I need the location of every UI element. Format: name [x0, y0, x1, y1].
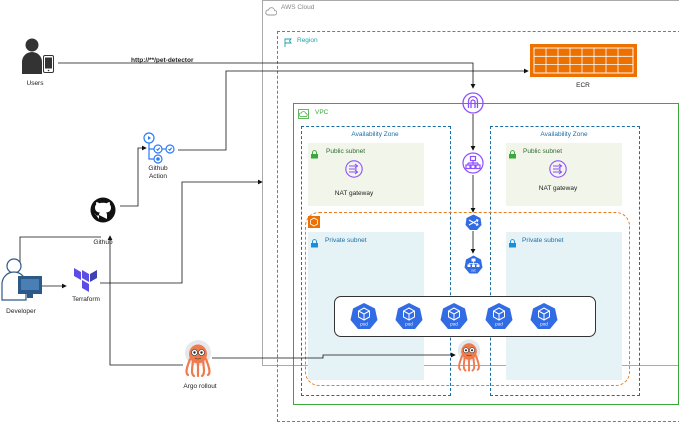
pod-label: pod — [495, 322, 503, 327]
nat-gateway-right-label: NAT gateway — [538, 185, 578, 192]
private-subnet-right-label: Private subnet — [522, 237, 564, 244]
users-label: Users — [26, 80, 44, 87]
ecr-label: ECR — [576, 82, 590, 89]
flag-icon — [283, 35, 293, 53]
pod-label: pod — [360, 322, 368, 327]
user-icon — [22, 38, 42, 79]
ecr-icon — [530, 44, 637, 82]
github-action-icon — [140, 131, 178, 170]
argo-octopus-cluster-icon — [456, 338, 482, 377]
ingress-shuffle-icon — [465, 214, 482, 236]
terraform-label: Terraform — [72, 296, 100, 303]
public-subnet-left — [308, 143, 424, 206]
pod-label: pod — [405, 322, 413, 327]
argo-rollout-label: Argo rollout — [183, 383, 217, 390]
pod-icon: pod — [485, 302, 513, 335]
availability-zone-right — [490, 126, 640, 396]
mobile-phone-icon — [43, 55, 54, 78]
pod-icon: pod — [395, 302, 423, 335]
az-left-label: Availability Zone — [351, 131, 399, 138]
developer-label: Developer — [6, 308, 36, 315]
pod-label: pod — [540, 322, 548, 327]
nat-gateway-icon — [549, 160, 567, 183]
internet-gateway-icon — [462, 92, 484, 119]
private-subnet-left-label: Private subnet — [325, 237, 367, 244]
lock-icon — [310, 235, 319, 253]
public-subnet-right-label: Public subnet — [523, 148, 563, 155]
lock-icon — [508, 146, 517, 164]
az-right-label: Availability Zone — [540, 131, 588, 138]
eks-cluster-container — [305, 212, 630, 386]
github-action-label: Github Action — [148, 165, 168, 180]
pods-row: pod pod pod pod pod — [350, 302, 582, 330]
terraform-icon — [74, 268, 98, 299]
pod-icon: pod — [440, 302, 468, 335]
pod-icon: pod — [530, 302, 558, 335]
eks-icon — [308, 215, 320, 233]
pod-label: pod — [450, 322, 458, 327]
pod-icon: pod — [350, 302, 378, 335]
nat-gateway-left-label: NAT gateway — [334, 190, 374, 197]
github-icon — [90, 197, 116, 228]
edge-label-http: http://**/pet-detector — [131, 57, 194, 64]
nat-gateway-icon — [345, 160, 363, 183]
availability-zone-left — [301, 126, 451, 396]
argo-octopus-icon — [183, 339, 213, 382]
public-subnet-left-label: Public subnet — [326, 148, 366, 155]
vpc-cloud-icon — [298, 106, 309, 124]
load-balancer-icon — [462, 152, 484, 179]
developer-icon — [1, 258, 45, 307]
region-label: Region — [297, 37, 318, 44]
lock-icon — [310, 146, 319, 164]
svc-text: svc — [471, 269, 476, 273]
github-label: Github — [93, 239, 113, 246]
aws-cloud-label: AWS Cloud — [281, 4, 315, 11]
lock-icon — [508, 235, 517, 253]
cloud-icon — [265, 3, 278, 21]
vpc-label: VPC — [315, 109, 329, 116]
service-icon: svc — [464, 255, 483, 279]
